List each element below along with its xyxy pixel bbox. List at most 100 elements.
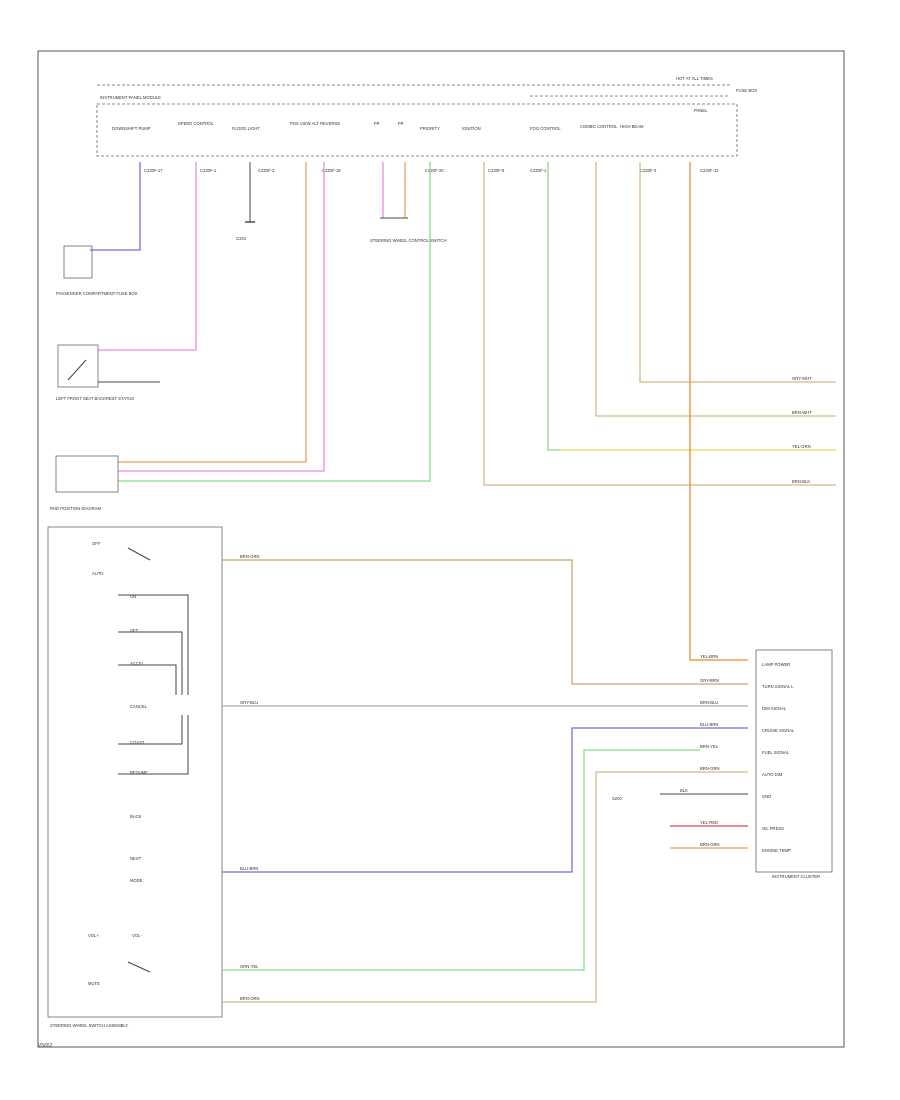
wire-blue-2 <box>222 727 748 873</box>
switch-wire-label-4: BRN-ORN <box>240 996 260 1001</box>
ladder-4 <box>118 715 183 745</box>
switch-pos-0: OFF <box>92 541 101 546</box>
switch-pos-2: ON <box>130 594 136 599</box>
ground-label: G201 <box>236 236 247 241</box>
switch-ladder <box>118 547 189 973</box>
top-comp-8: FOG CONTROL <box>530 126 561 131</box>
top-comp-11: PANEL <box>694 108 708 113</box>
switch-pos-10: MODE <box>130 878 143 883</box>
switch-pos-11: VOL+ <box>88 933 99 938</box>
cluster-pin-4: FUEL SIGNAL <box>762 750 790 755</box>
switch-wire-label-0: BRN-GRN <box>240 554 260 559</box>
cluster-pin-6: GND <box>762 794 771 799</box>
switch-wire-labels: BRN-GRN GRY-BLU BLU-BRN GRN-YEL BRN-ORN <box>240 554 260 1001</box>
splice-label: S200 <box>612 796 622 801</box>
wire-green-2 <box>547 162 836 451</box>
top-comp-2: FLOOD LIGHT <box>232 126 260 131</box>
wire-tan-5 <box>222 771 748 1003</box>
switch-pos-8: BACK <box>130 814 142 819</box>
cluster-wire-label-8: BRN-GRN <box>700 842 720 847</box>
rear-window-switch-label: STEERING WHEEL CONTROL SWITCH <box>370 238 446 243</box>
diagram-frame <box>37 50 845 1048</box>
cluster-wire-label-3: BLU-BRN <box>700 722 718 727</box>
right-label-3: BRN-BLK <box>792 479 810 484</box>
wire-pink-2 <box>118 162 325 472</box>
cluster-pin-2: DIM SIGNAL <box>762 706 787 711</box>
ladder-3 <box>118 664 177 695</box>
switch-pos-7: RESUME <box>130 770 148 775</box>
switch-positions: OFF AUTO ON SET ACCEL CANCEL COAST RESUM… <box>88 541 148 986</box>
top-comp-1: SPEED CONTROL <box>178 121 215 126</box>
wire-green-3 <box>222 749 700 971</box>
pin-8: C220F-12 <box>700 168 719 173</box>
switch-arm-1 <box>67 359 87 381</box>
pin-0: C220F-17 <box>144 168 163 173</box>
wire-tan-4 <box>222 559 748 685</box>
pin-2: C220F-2 <box>258 168 275 173</box>
left-component-1 <box>63 245 93 279</box>
switch-pos-1: AUTO <box>92 571 104 576</box>
cluster-pin-8: ENGINE TEMP <box>762 848 791 853</box>
cluster-wire-label-0: YEL-BRN <box>700 654 718 659</box>
switch-arm-2 <box>127 547 151 561</box>
top-wires <box>90 162 836 661</box>
cluster-wire-label-4: BRN-YEL <box>700 744 719 749</box>
left-component-2 <box>57 344 99 388</box>
wire-pink-1 <box>98 162 197 351</box>
pin-4: C220F-20 <box>425 168 444 173</box>
connector-pins: C220F-17 C220F-1 C220F-2 C220F-18 C220F-… <box>144 168 719 173</box>
cluster-pin-0: LAMP POWER <box>762 662 790 667</box>
top-comp-7: IGNITION <box>462 126 481 131</box>
top-comp-10: HIGH BEAM <box>620 124 644 129</box>
top-comp-3: POS VIEW ALT REVERSE <box>290 121 340 126</box>
switch-pos-3: SET <box>130 628 139 633</box>
switch-arm-3 <box>127 961 151 973</box>
pin-3: C220F-18 <box>322 168 341 173</box>
wire-tan-1 <box>483 162 836 486</box>
switch-wire-label-3: GRN-YEL <box>240 964 259 969</box>
right-label-1: BRN-WHT <box>792 410 812 415</box>
cluster-wire-labels: YEL-BRN GRY-BRN BRN-BLU BLU-BRN BRN-YEL … <box>680 654 720 847</box>
switch-pos-9: NEXT <box>130 856 142 861</box>
left-comp-1-label: PASSENGER COMPARTMENT FUSE BOX <box>56 291 138 296</box>
wheel-switch-label: STEERING WHEEL SWITCH ASSEMBLY <box>50 1023 128 1028</box>
wire-blue-1 <box>90 162 141 251</box>
module-name: INSTRUMENT PANEL MODULE <box>100 95 161 100</box>
cluster-wire-label-1: GRY-BRN <box>700 678 719 683</box>
ladder-5 <box>118 715 189 775</box>
power-label: HOT AT ALL TIMES <box>676 76 713 81</box>
cluster-wire-label-6: BLK <box>680 788 688 793</box>
top-module-box <box>96 103 738 157</box>
wire-tan-2 <box>595 162 836 417</box>
switch-wire-label-2: BLU-BRN <box>240 866 258 871</box>
top-comp-5: FR <box>398 121 404 126</box>
pin-1: C220F-1 <box>200 168 217 173</box>
top-component-labels: DOWNSHIFT PUMP SPEED CONTROL FLOOD LIGHT… <box>112 108 708 131</box>
top-comp-9: COMBO CONTROL <box>580 124 618 129</box>
cluster-wire-label-7: YEL-RED <box>700 820 718 825</box>
switch-wires <box>222 559 748 1003</box>
top-comp-4: FR <box>374 121 380 126</box>
cluster-pin-5: AUTO DIM <box>762 772 783 777</box>
cluster-pin-1: TURN SIGNAL L <box>762 684 794 689</box>
cluster-pins: LAMP POWER TURN SIGNAL L DIM SIGNAL CRUI… <box>762 662 795 853</box>
right-label-2: YEL-GRN <box>792 444 811 449</box>
switch-pos-13: MUTE <box>88 981 100 986</box>
pin-5: C220F-8 <box>488 168 505 173</box>
steering-switch-box <box>47 526 223 1018</box>
pin-6: C220F-1 <box>530 168 547 173</box>
fuse-box-label: FUSE BOX <box>736 88 757 93</box>
switch-pos-5: CANCEL <box>130 704 148 709</box>
cluster-wire-label-5: BRN-GRN <box>700 766 720 771</box>
top-comp-6: PRIORITY <box>420 126 440 131</box>
wire-bright-orange-1 <box>689 162 748 661</box>
switch-pos-4: ACCEL <box>130 661 145 666</box>
cluster-wire-label-2: BRN-BLU <box>700 700 718 705</box>
left-comp-3-label: RHD POSITION DIAGRAM <box>50 506 101 511</box>
instrument-cluster-box <box>755 649 833 873</box>
right-wire-labels: GRY-WHT BRN-WHT YEL-GRN BRN-BLK <box>792 376 812 484</box>
switch-pos-12: VOL- <box>132 933 142 938</box>
cluster-label: INSTRUMENT CLUSTER <box>772 874 820 879</box>
ladder-1 <box>118 594 189 695</box>
